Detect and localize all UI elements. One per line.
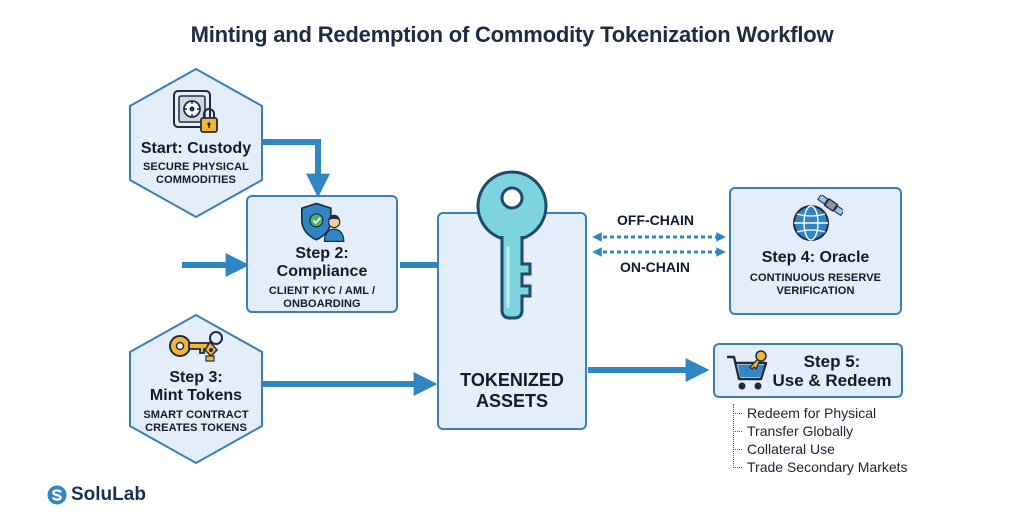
compliance-node: Step 2: Compliance CLIENT KYC / AML / ON… bbox=[246, 195, 398, 313]
compliance-heading: Step 2: Compliance bbox=[276, 245, 368, 280]
page-title: Minting and Redemption of Commodity Toke… bbox=[190, 22, 834, 47]
mint-tokens-node: Step 3: Mint Tokens SMART CONTRACT CREAT… bbox=[130, 328, 262, 435]
solulab-logo-icon bbox=[47, 485, 67, 505]
brand-name: SoluLab bbox=[71, 484, 146, 505]
tokenized-label-2: ASSETS bbox=[475, 391, 549, 411]
use-item: Transfer Globally bbox=[733, 422, 908, 440]
oracle-sub-1: CONTINUOUS RESERVE bbox=[749, 272, 882, 284]
on-chain-label: ON-CHAIN bbox=[620, 259, 690, 275]
tokenized-label-1: TOKENIZED bbox=[460, 370, 564, 390]
oracle-sub-2: VERIFICATION bbox=[776, 285, 855, 297]
shield-user-icon bbox=[301, 202, 345, 242]
safe-lock-icon bbox=[173, 90, 218, 133]
custody-sub-2: COMMODITIES bbox=[156, 174, 236, 186]
use-item: Redeem for Physical bbox=[733, 404, 908, 422]
use-item: Collateral Use bbox=[733, 440, 908, 458]
compliance-sub-2: ONBOARDING bbox=[283, 298, 361, 310]
oracle-heading: Step 4: Oracle bbox=[761, 249, 870, 266]
cart-key-icon bbox=[727, 349, 768, 389]
custody-hexagon bbox=[129, 67, 263, 219]
custody-heading: Start: Custody bbox=[140, 140, 252, 157]
off-chain-label: OFF-CHAIN bbox=[617, 212, 694, 228]
use-items-list: Redeem for Physical Transfer Globally Co… bbox=[733, 404, 908, 476]
use-heading-1: Step 5: bbox=[803, 351, 861, 371]
use-items-connector bbox=[733, 404, 734, 466]
custody-node: Start: Custody SECURE PHYSICAL COMMODITI… bbox=[130, 88, 262, 187]
brand-logo: SoluLab bbox=[47, 484, 146, 506]
use-heading-2: Use & Redeem bbox=[772, 370, 892, 390]
mint-heading-2: Mint Tokens bbox=[149, 387, 243, 404]
tokenized-assets-node: TOKENIZED ASSETS bbox=[437, 170, 587, 430]
key-chain-icon bbox=[169, 331, 223, 362]
compliance-sub-1: CLIENT KYC / AML / bbox=[268, 285, 376, 297]
mint-tokens-hexagon bbox=[129, 313, 263, 465]
use-item: Trade Secondary Markets bbox=[733, 458, 908, 476]
custody-sub-1: SECURE PHYSICAL bbox=[142, 161, 250, 173]
mint-sub-2: CREATES TOKENS bbox=[145, 422, 247, 434]
mint-heading-1: Step 3: bbox=[169, 369, 223, 386]
oracle-node: Step 4: Oracle CONTINUOUS RESERVE VERIFI… bbox=[729, 187, 902, 315]
key-icon bbox=[476, 170, 548, 320]
use-redeem-node: Step 5: Use & Redeem bbox=[713, 343, 903, 398]
mint-sub-1: SMART CONTRACT bbox=[143, 409, 249, 421]
satellite-globe-icon bbox=[792, 195, 843, 241]
arrow-custody-to-compliance bbox=[263, 139, 330, 198]
